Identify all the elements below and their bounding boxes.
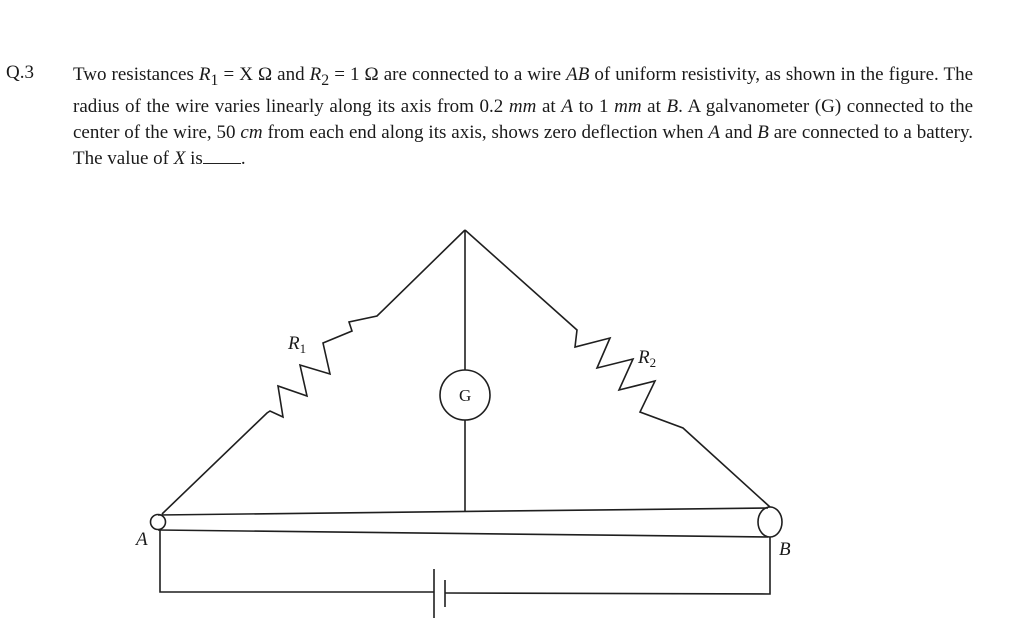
answer-blank (202, 147, 241, 164)
label-a: A (134, 529, 148, 550)
label-b: B (779, 539, 791, 560)
wire-end-a (149, 513, 167, 531)
label-r1: R1 (287, 333, 306, 356)
battery-wire-right (444, 537, 771, 595)
r1-resistor (161, 229, 466, 515)
question-text: Two resistances R1 = X Ω and R2 = 1 Ω ar… (73, 64, 974, 169)
wire-top-edge (157, 507, 769, 516)
question-number: Q.3 (6, 62, 34, 83)
label-g: G (459, 386, 471, 405)
label-r2: R2 (637, 347, 656, 370)
wire-end-b (757, 506, 783, 538)
wire-bottom-edge (157, 529, 769, 538)
r2-resistor (464, 229, 771, 508)
battery-wire-left (159, 530, 434, 593)
